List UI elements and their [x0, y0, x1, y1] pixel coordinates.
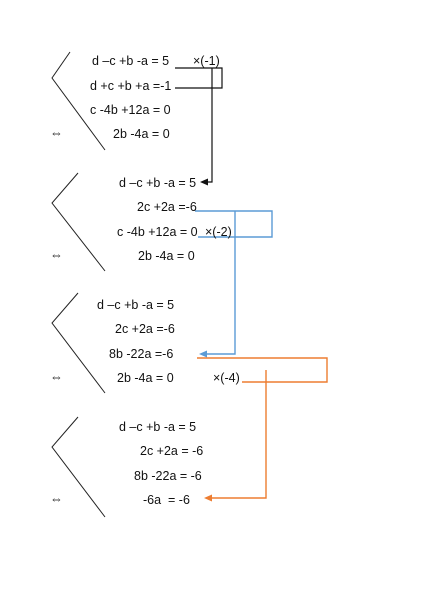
system-2-eq-4: 2b -4a = 0: [138, 249, 195, 263]
system-2-multiplier: ×(-2): [205, 225, 232, 239]
system-1-eq-4: 2b -4a = 0: [113, 127, 170, 141]
orange-arrowhead: [204, 494, 212, 502]
system-4-eq-4: -6a = -6: [143, 493, 190, 507]
system-1-eq-1: d –c +b -a = 5: [92, 54, 170, 68]
system-4-eq-1: d –c +b -a = 5: [119, 420, 197, 434]
system-4-eq-2: 2c +2a = -6: [140, 444, 204, 458]
system-2-brace: [51, 172, 106, 272]
system-3-eq-2: 2c +2a =-6: [115, 322, 175, 336]
system-3-eq-1: d –c +b -a = 5: [97, 298, 175, 312]
system-4-eq-3: 8b -22a = -6: [134, 469, 202, 483]
system-2-eq-2: 2c +2a =-6: [137, 200, 197, 214]
system-2-eq-1: d –c +b -a = 5: [119, 176, 197, 190]
system-3-brace: [51, 292, 106, 394]
system-1-brace: [51, 51, 106, 151]
system-3-eq-4: 2b -4a = 0: [117, 371, 174, 385]
black-combine-arrow: [175, 67, 223, 183]
system-1-eq-2: d +c +b +a =-1: [90, 79, 172, 93]
system-2-equivalence: ⇔: [50, 247, 63, 262]
system-1-multiplier: ×(-1): [193, 54, 220, 68]
system-3-multiplier: ×(-4): [213, 371, 240, 385]
system-3-eq-3: 8b -22a =-6: [109, 347, 174, 361]
orange-combine-arrow: [197, 357, 328, 499]
system-1-eq-3: c -4b +12a = 0: [90, 103, 171, 117]
system-4-brace: [51, 416, 106, 518]
system-3-equivalence: ⇔: [50, 369, 63, 384]
blue-combine-arrow: [195, 210, 273, 355]
blue-arrowhead: [199, 350, 207, 358]
system-2-eq-3: c -4b +12a = 0: [117, 225, 198, 239]
system-1-equivalence: ⇔: [50, 125, 63, 140]
system-4-equivalence: ⇔: [50, 491, 63, 506]
black-arrowhead: [200, 178, 208, 186]
